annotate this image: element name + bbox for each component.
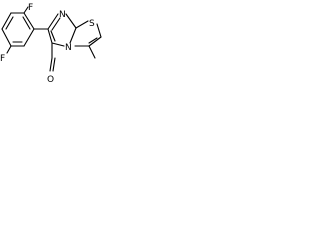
bond-imid-4: [51, 42, 65, 47]
bond-ring-2: [23, 28, 35, 47]
bond-imid-3: [69, 27, 77, 44]
bond-ring-1: [23, 12, 35, 30]
bond-aldehyde-3: [52, 57, 56, 72]
bond-thia-1: [75, 20, 89, 29]
bond-ring-double-3: [5, 16, 14, 30]
bond-imid-2: [65, 13, 77, 29]
bond-thia-3: [88, 36, 102, 47]
atom-n2: N: [65, 43, 72, 53]
bond-ring-5: [1, 12, 12, 30]
bond-f2: [6, 45, 12, 54]
atom-labels: F F N N S O: [0, 3, 95, 85]
atom-f2: F: [0, 54, 5, 64]
atom-s: S: [89, 19, 95, 29]
bonds: [1, 6, 102, 72]
bond-ring-4: [1, 28, 12, 47]
bond-aldehyde-2: [49, 57, 53, 72]
bond-thia-2: [96, 23, 102, 38]
atom-n1: N: [59, 10, 66, 20]
bond-imid-1: [47, 13, 59, 30]
bond-imid-double-2: [50, 30, 56, 42]
bond-methyl: [88, 45, 96, 59]
atom-o: O: [47, 75, 54, 85]
bond-ring-double-1: [22, 16, 31, 30]
molecule-structure: F F N N S O: [0, 3, 102, 85]
bond-f1: [23, 6, 29, 14]
bond-imid-5: [47, 28, 53, 44]
atom-f1: F: [28, 3, 33, 13]
bond-imid-double-1: [51, 17, 61, 31]
bond-thia-double: [88, 37, 98, 44]
